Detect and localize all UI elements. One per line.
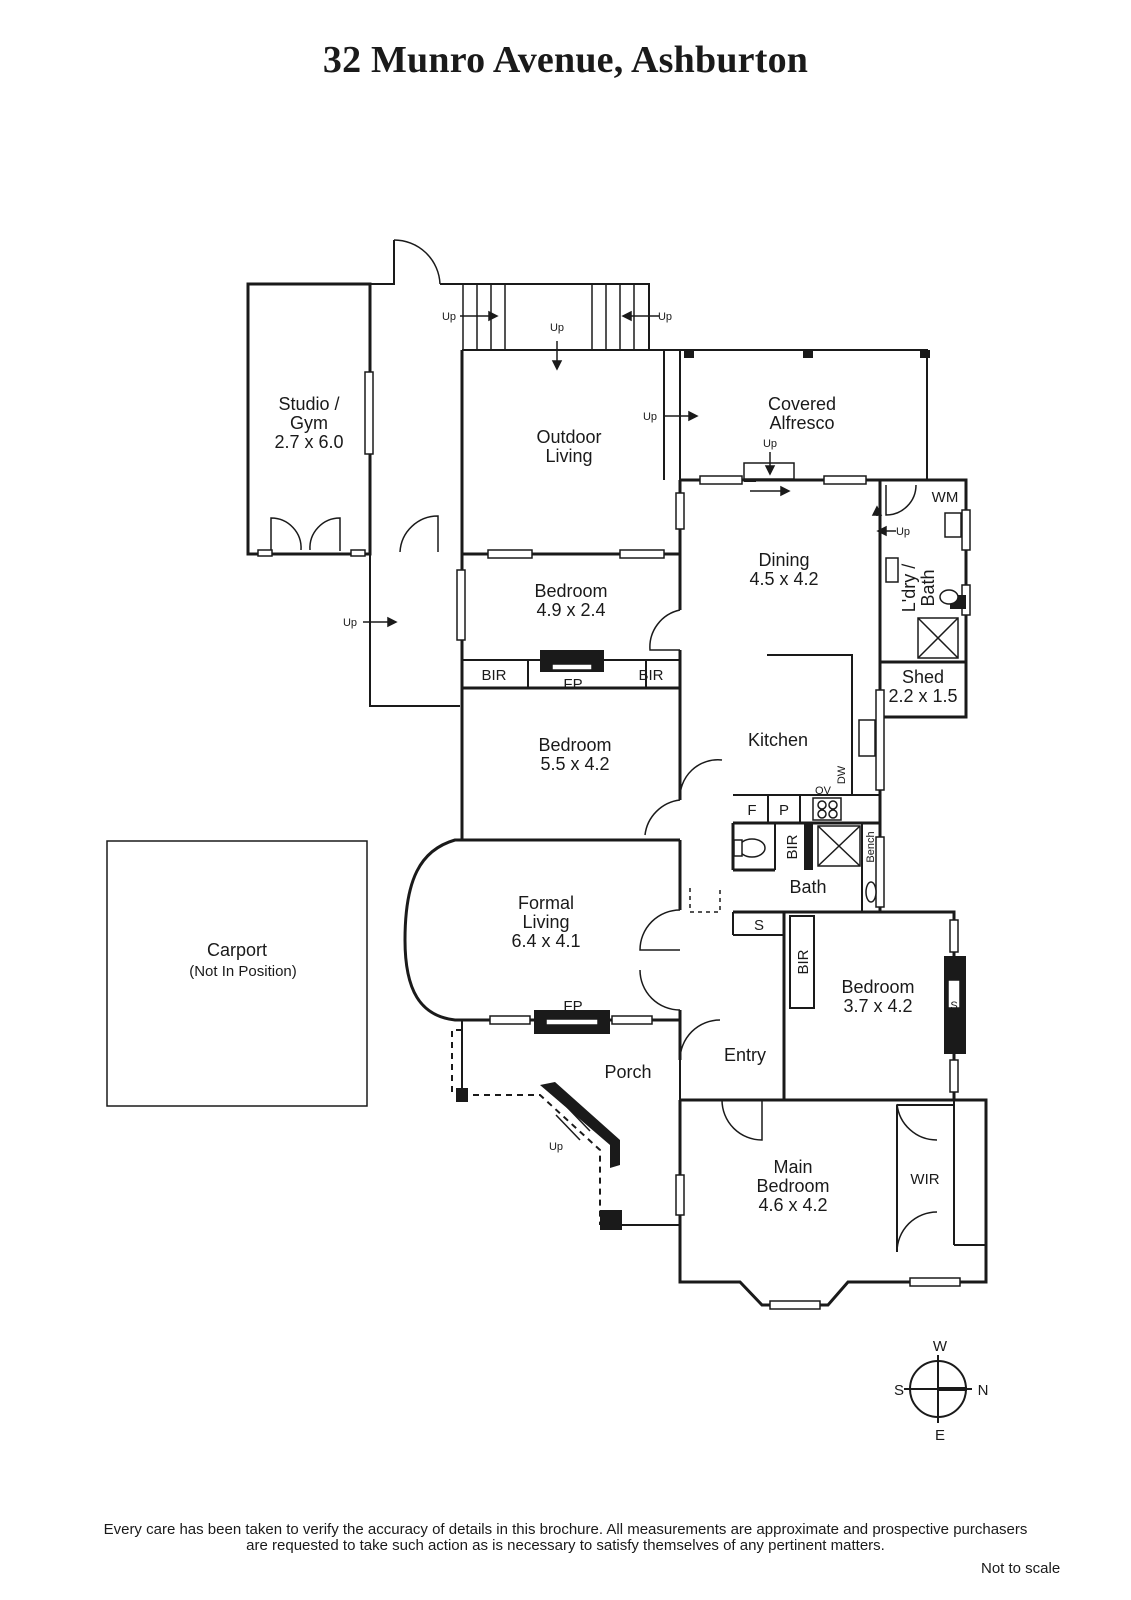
carport-note: (Not In Position) xyxy=(189,963,297,980)
bir-label-east: BIR xyxy=(795,949,812,974)
not-to-scale: Not to scale xyxy=(981,1560,1061,1577)
bir-label-2: BIR xyxy=(638,667,663,684)
carport-outline xyxy=(106,840,368,1107)
bir-label-1: BIR xyxy=(481,667,506,684)
dw-label: DW xyxy=(836,765,848,784)
bedroom-mid-label: Bedroom xyxy=(538,735,611,755)
formal-label: Formal xyxy=(518,893,574,913)
page-title: 32 Munro Avenue, Ashburton xyxy=(322,39,809,81)
bench-label: Bench xyxy=(865,831,877,862)
compass-e: E xyxy=(935,1427,945,1444)
outdoor-living-outline xyxy=(440,283,650,350)
porch-stairs-outline xyxy=(462,1094,601,1225)
wm-label: WM xyxy=(932,489,959,506)
kitchen-bench xyxy=(767,654,853,795)
up-label-3: Up xyxy=(550,322,564,334)
up-label-8: Up xyxy=(549,1141,563,1153)
up-label-5: Up xyxy=(763,438,777,450)
room-labels: Studio / Gym 2.7 x 6.0 Outdoor Living Co… xyxy=(189,394,957,1215)
compass-s: S xyxy=(894,1382,904,1399)
laundry-label: L'dry / xyxy=(899,564,919,612)
bedroom-mid-dims: 5.5 x 4.2 xyxy=(540,754,609,774)
porch-stairs-outline-2 xyxy=(451,1029,462,1095)
arrows xyxy=(363,310,896,628)
bedroom-small-dims: 4.9 x 2.4 xyxy=(536,600,605,620)
f-label: F xyxy=(747,802,756,819)
shed-label: Shed xyxy=(902,667,944,687)
up-label-2: Up xyxy=(658,311,672,323)
dining-dims: 4.5 x 4.2 xyxy=(749,569,818,589)
kitchen-label: Kitchen xyxy=(748,730,808,750)
shed-dims: 2.2 x 1.5 xyxy=(888,686,957,706)
s-label: S xyxy=(754,917,764,934)
compass-n: N xyxy=(978,1382,989,1399)
alfresco-label-2: Alfresco xyxy=(769,413,834,433)
compass xyxy=(904,1355,972,1423)
stairs xyxy=(462,284,635,1141)
up-label-7: Up xyxy=(343,617,357,629)
porch-label: Porch xyxy=(604,1062,651,1082)
windows xyxy=(257,371,971,1310)
up-label-6: Up xyxy=(896,526,910,538)
formal-dims: 6.4 x 4.1 xyxy=(511,931,580,951)
bedroom-east-label: Bedroom xyxy=(841,977,914,997)
doors xyxy=(270,239,938,1253)
bedroom-east-dims: 3.7 x 4.2 xyxy=(843,996,912,1016)
compass-w: W xyxy=(933,1338,948,1355)
main-bedroom-label-2: Bedroom xyxy=(756,1176,829,1196)
compass-labels: W S N E xyxy=(894,1338,988,1444)
laundry-label-2: Bath xyxy=(918,569,938,606)
bedroom-east-bir xyxy=(789,915,815,1009)
main-bedroom-label: Main xyxy=(773,1157,812,1177)
main-bedroom-walls xyxy=(678,1098,988,1307)
disclaimer-line-1: Every care has been taken to verify the … xyxy=(103,1521,1028,1538)
main-bedroom-dims: 4.6 x 4.2 xyxy=(758,1195,827,1215)
bir-label-bath: BIR xyxy=(784,834,801,859)
fp-label-1: FP xyxy=(563,676,582,693)
up-label-1: Up xyxy=(442,311,456,323)
disclaimer: Every care has been taken to verify the … xyxy=(20,1522,1111,1554)
porch-walls xyxy=(620,1020,681,1226)
walkway-lower-wall xyxy=(369,554,460,707)
walkway-wall xyxy=(370,240,395,285)
s-label-east: S xyxy=(950,1000,957,1012)
dining-label: Dining xyxy=(758,550,809,570)
outdoor-label: Outdoor xyxy=(536,427,601,447)
fp-label-2: FP xyxy=(563,998,582,1015)
entry-label: Entry xyxy=(724,1045,766,1065)
ov-label: OV xyxy=(815,785,832,797)
studio-label: Studio / xyxy=(278,394,339,414)
formal-living-bay xyxy=(403,838,462,1022)
wir-label: WIR xyxy=(910,1171,939,1188)
fixture-labels: Up Up Up Up Up Up Up Up BIR BIR FP FP WM… xyxy=(343,311,958,1153)
disclaimer-line-2: are requested to take such action as is … xyxy=(246,1537,885,1554)
p-label: P xyxy=(779,802,789,819)
carport-label: Carport xyxy=(207,940,267,960)
studio-dims: 2.7 x 6.0 xyxy=(274,432,343,452)
outdoor-label-2: Living xyxy=(545,446,592,466)
alfresco-label: Covered xyxy=(768,394,836,414)
up-label-4: Up xyxy=(643,411,657,423)
bedroom-small-label: Bedroom xyxy=(534,581,607,601)
studio-label-2: Gym xyxy=(290,413,328,433)
fixture-outlines xyxy=(545,462,962,1026)
formal-label-2: Living xyxy=(522,912,569,932)
bath-label: Bath xyxy=(789,877,826,897)
